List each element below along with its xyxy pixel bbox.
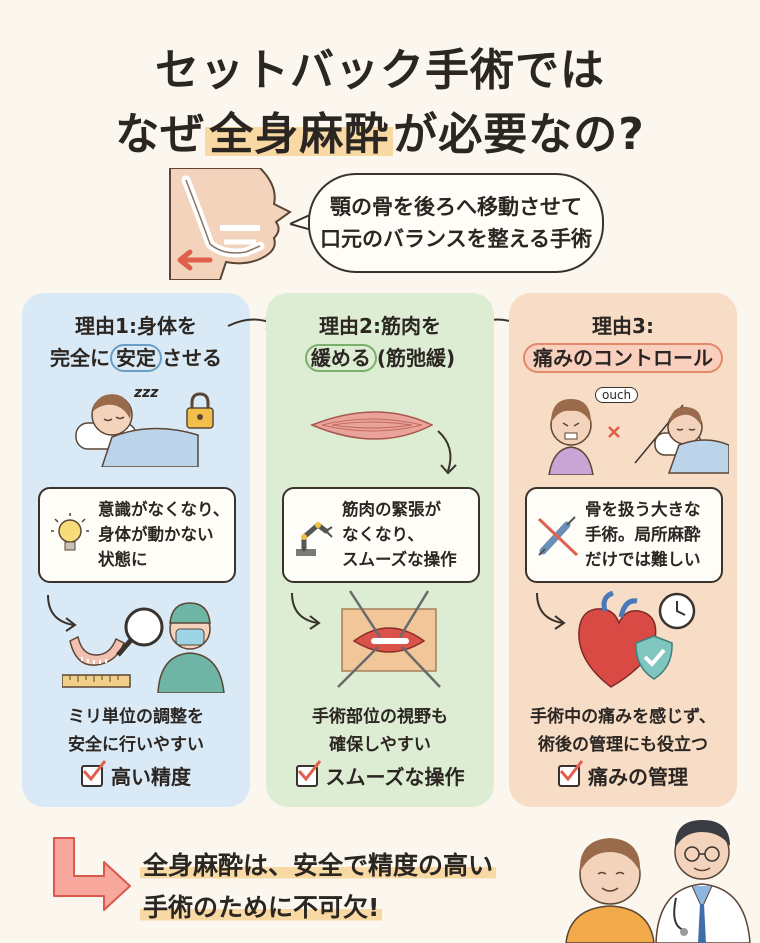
check-mark-icon-3 [559,759,584,781]
conclusion-line-1: 全身麻酔は、安全で精度の高い [140,846,497,882]
conclusion-line-2-text: 手術のために不可欠! [140,893,383,922]
reason-2-title-line-1: 理由2:筋肉を [319,314,441,338]
reason-1-result-line-2: 安全に行いやすい [68,735,204,755]
reason-3-card-line-3: だけでは難しい [585,550,701,569]
check-mark-icon [82,759,107,781]
jaw-model-icon [62,635,131,688]
reason-3-result: 手術中の痛みを感じず、 術後の管理にも役立つ [509,703,737,759]
title-line-1: セットバック手術では [155,45,605,96]
ouch-bubble: ouch [595,387,639,403]
title-line-2-pre: なぜ [115,109,206,160]
reason-2-result-line-1: 手術部位の視野も [312,707,448,727]
reason-1-card-text: 意識がなくなり、 身体が動かない 状態に [98,497,229,572]
reason-3-check: 痛みの管理 [509,759,737,790]
reason-3-result-line-1: 手術中の痛みを感じず、 [530,707,716,727]
reason-1-card-line-1: 意識がなくなり、 [98,500,230,519]
title-highlight: 全身麻酔 [205,109,394,160]
lock-icon [186,392,214,429]
reason-1-title-post: させる [162,346,222,370]
checkbox-icon [81,759,107,787]
zzz-label: zzz [134,385,159,401]
bubble-tail [290,213,312,231]
reason-3-card-text: 骨を扱う大きな 手術。局所麻酔 だけでは難しい [585,497,701,572]
reason-3-title-line-1: 理由3: [592,314,654,338]
jaw-face-illustration [169,168,292,280]
curved-arrow-icon-2 [291,592,321,630]
conclusion-arrow-icon [53,837,131,911]
sleeping-patient-icon [75,394,199,467]
checkbox-icon-2 [295,759,321,787]
reason-panel-3: 理由3: 痛みのコントロール ouch 骨を扱う大きな 手術。局所麻酔 だけでは… [509,293,737,807]
reason-2-result: 手術部位の視野も 確保しやすい [266,703,494,759]
reason-3-title-circled: 痛みのコントロール [523,343,723,373]
reason-1-title-line-1: 理由1:身体を [75,314,197,338]
reason-2-card-line-1: 筋肉の緊張が [342,500,441,519]
title-line-2: なぜ全身麻酔が必要なの? [0,98,760,162]
title-line-2-post: が必要なの? [393,109,645,160]
speech-bubble: 顎の骨を後ろへ移動させて 口元のバランスを整える手術 [308,173,604,273]
reason-2-check-label: スムーズな操作 [325,765,465,789]
reason-1-card: 意識がなくなり、 身体が動かない 状態に [38,487,236,583]
reason-3-title-line-2: 痛みのコントロール [509,343,737,373]
reason-1-title-line-2: 完全に安定させる [22,343,250,373]
reason-1-title-pre: 完全に [50,346,110,370]
reason-panel-1: 理由1:身体を 完全に安定させる zzz 意識がなくなり、 身体が動かない 状態… [22,293,250,807]
reason-2-card: 筋肉の緊張が なくなり、 スムーズな操作 [282,487,480,583]
checkbox-icon-3 [558,759,584,787]
reason-2-result-line-2: 確保しやすい [329,735,431,755]
reason-3-card-line-1: 骨を扱う大きな [585,500,701,519]
syringe-crossed-icon [537,516,579,557]
shield-check-icon [635,635,673,680]
reason-2-check: スムーズな操作 [266,759,494,790]
reason-3-result-line-2: 術後の管理にも役立つ [538,735,708,755]
reason-1-card-line-3: 状態に [98,550,148,569]
reason-1-result: ミリ単位の調整を 安全に行いやすい [22,703,250,759]
conclusion-line-2: 手術のために不可欠! [140,888,383,924]
lightbulb-icon [51,513,89,551]
reason-1-result-line-1: ミリ単位の調整を [68,707,204,727]
surgeon-magnifier-icon [116,602,225,693]
reason-1-check-label: 高い精度 [111,765,191,789]
patient-doctor-illustration [565,820,751,943]
curved-arrow-icon [47,594,77,632]
reason-2-card-line-3: スムーズな操作 [342,550,457,569]
reason-2-title-post: (筋弛緩) [376,346,456,370]
surgical-field-icon [337,590,441,688]
reason-3-card: 骨を扱う大きな 手術。局所麻酔 だけでは難しい [525,487,723,583]
reason-panel-2: 理由2:筋肉を 緩める(筋弛緩) 筋肉の緊張が なくなり、 スムーズな操作 [266,293,494,807]
muscle-icon [310,411,457,475]
pain-vs-sleep-illustration [548,399,729,475]
bubble-line-2: 口元のバランスを整える手術 [320,227,592,251]
reason-3-card-line-2: 手術。局所麻酔 [585,525,701,544]
reason-2-card-text: 筋肉の緊張が なくなり、 スムーズな操作 [342,497,457,572]
reason-2-title-circled: 緩める [304,344,377,372]
reason-2-card-line-2: なくなり、 [342,525,424,544]
conclusion-line-1-text: 全身麻酔は、安全で精度の高い [140,851,497,880]
reason-1-title-circled: 安定 [110,344,162,372]
curved-arrow-icon-3 [536,592,566,630]
reason-1-check: 高い精度 [22,759,250,790]
clock-icon [658,592,696,630]
reason-2-title-line-2: 緩める(筋弛緩) [266,343,494,373]
bubble-line-1: 顎の骨を後ろへ移動させて [330,195,582,219]
reason-1-card-line-2: 身体が動かない [98,525,214,544]
robot-arm-icon [296,521,333,556]
check-mark-icon-2 [297,759,321,781]
reason-3-check-label: 痛みの管理 [588,765,688,789]
